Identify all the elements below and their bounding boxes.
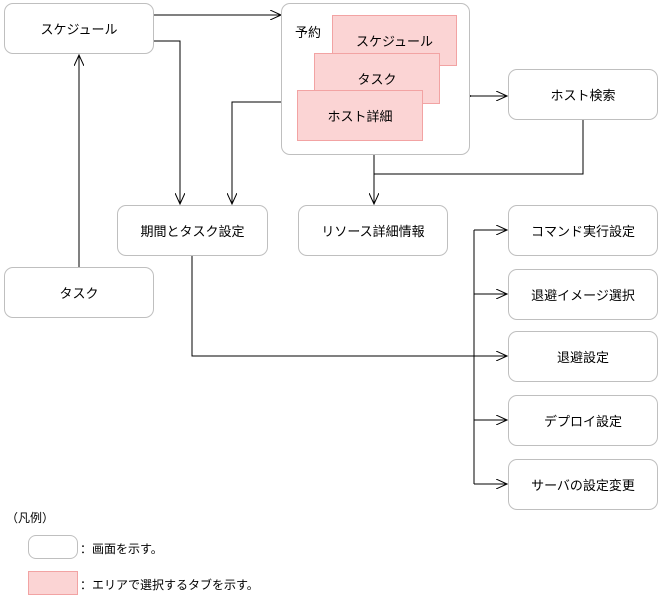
legend-tab-swatch [28,571,78,595]
tab-schedule-label: スケジュール [355,35,434,50]
screen-command-exec-settings[interactable]: コマンド実行設定 [508,205,658,256]
screen-deploy-settings[interactable]: デプロイ設定 [508,395,658,446]
tab-host-detail[interactable]: ホスト詳細 [297,90,423,141]
screen-task[interactable]: タスク [4,267,154,318]
arrow-schedule-to-period [154,40,180,204]
screen-backup-image-select[interactable]: 退避イメージ選択 [508,269,658,320]
legend-screen-text: ：画面を示す。 [80,542,163,556]
screen-backup-settings-label: 退避設定 [556,351,609,366]
screen-task-label: タスク [59,287,99,302]
arrow-period-to-backup [191,256,507,356]
screen-schedule[interactable]: スケジュール [4,3,154,54]
legend-screen-swatch [28,535,78,559]
arrow-reservation-to-period [232,101,281,204]
screen-reservation-label: 予約 [295,26,322,41]
screen-server-settings-change[interactable]: サーバの設定変更 [508,459,658,510]
screen-backup-settings[interactable]: 退避設定 [508,331,658,382]
screen-server-settings-change-label: サーバの設定変更 [531,479,635,494]
screen-schedule-label: スケジュール [40,23,118,38]
screen-backup-image-select-label: 退避イメージ選択 [531,289,635,304]
screen-period-task-settings-label: 期間とタスク設定 [140,225,245,240]
tab-host-detail-label: ホスト詳細 [327,110,393,125]
line-host-search-join [374,119,584,175]
screen-host-search[interactable]: ホスト検索 [508,69,658,120]
screen-deploy-settings-label: デプロイ設定 [543,415,622,430]
screen-resource-detail[interactable]: リソース詳細情報 [298,205,448,256]
screen-command-exec-settings-label: コマンド実行設定 [530,225,635,240]
legend-tab-text: ：エリアで選択するタブを示す。 [80,578,259,592]
legend-title: （凡例） [6,511,55,525]
screen-host-search-label: ホスト検索 [550,89,616,104]
screen-resource-detail-label: リソース詳細情報 [321,225,425,240]
screen-period-task-settings[interactable]: 期間とタスク設定 [117,205,268,256]
tab-task-label: タスク [357,73,397,88]
